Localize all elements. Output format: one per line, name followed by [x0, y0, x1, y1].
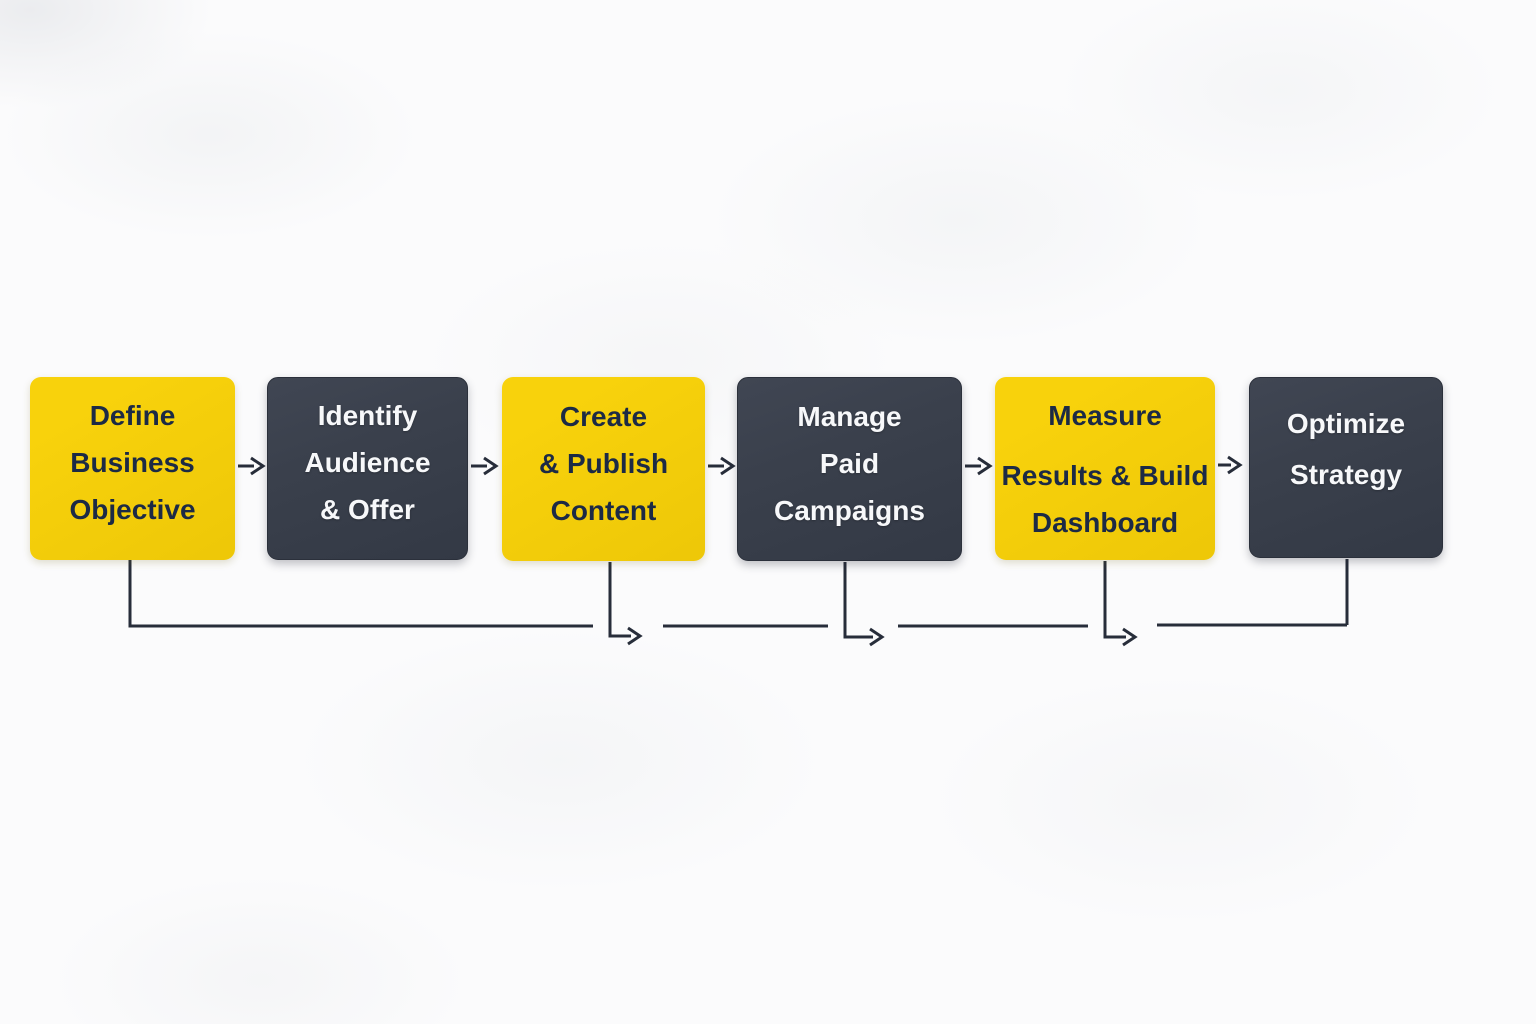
bottom-elbow-arrow-step5 [1103, 561, 1138, 647]
arrow-step1-to-step2 [238, 456, 266, 476]
step-label-line: Audience [304, 447, 431, 478]
step-label-line: Campaigns [774, 494, 925, 526]
step-label-line: Dashboard [1031, 506, 1179, 538]
arrow-step4-to-step5 [965, 456, 993, 476]
step-label-line: Objective [69, 494, 196, 525]
arrow-step2-to-step3 [471, 456, 499, 476]
step-label-line: Business [70, 447, 195, 478]
arrow-step5-to-step6 [1218, 455, 1243, 475]
step-create-publish-content: Create & Publish Content [502, 377, 705, 561]
step-label-line: Results & Build [1001, 459, 1209, 491]
arrow-step3-to-step4 [708, 456, 736, 476]
step-identify-audience-offer: Identify Audience & Offer [267, 377, 468, 560]
bottom-elbow-arrow-step3 [608, 562, 643, 646]
step-measure-results-build-dashboard: Measure Results & Build Dashboard [995, 377, 1215, 560]
step-label-line: Manage [797, 400, 902, 432]
bottom-rail-from-step1 [128, 560, 593, 628]
step-label-line: Identify [317, 400, 418, 431]
step-label-line: Measure [1048, 399, 1162, 431]
step-optimize-strategy: Optimize Strategy [1249, 377, 1443, 558]
step-label-line: Create [559, 400, 648, 432]
step-label-line: Strategy [1289, 459, 1403, 490]
step-manage-paid-campaigns: Manage Paid Campaigns [737, 377, 962, 561]
step-label-line: Content [550, 494, 657, 526]
step-label-line: & Publish [538, 447, 669, 479]
step-label-line: & Offer [320, 494, 415, 525]
step-define-business-objective: Define Business Objective [30, 377, 235, 560]
step-label-line: Define [89, 400, 176, 431]
bottom-elbow-arrow-step4 [843, 562, 885, 647]
step-label-line: Paid [819, 447, 880, 479]
step-label-line: Optimize [1286, 408, 1406, 439]
